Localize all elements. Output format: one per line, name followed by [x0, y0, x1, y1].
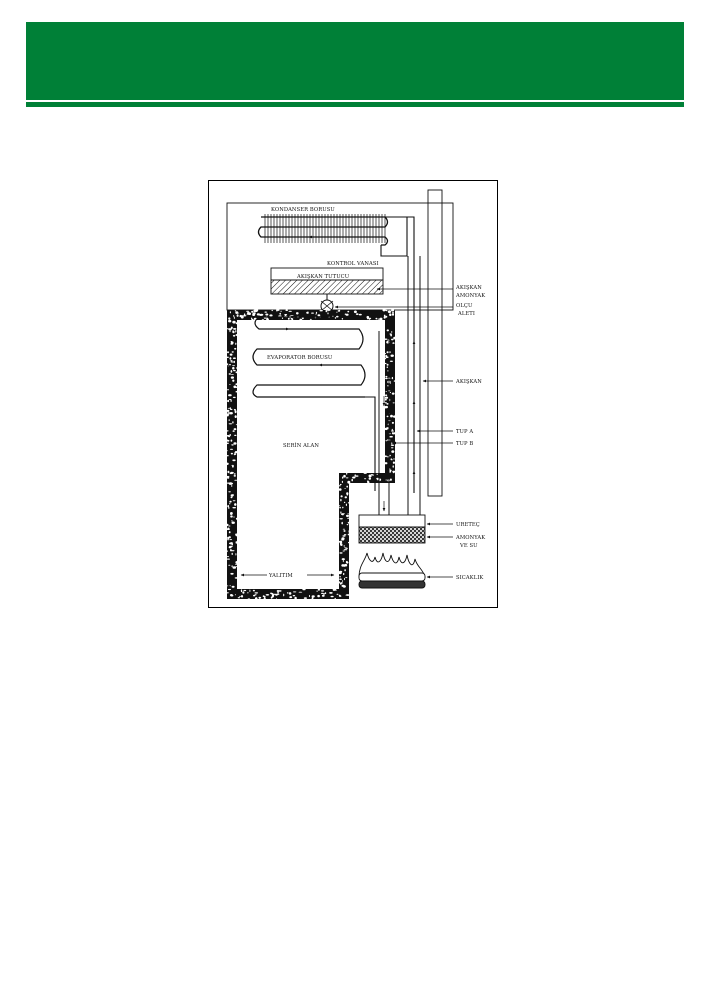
- generator-label: URETEÇ: [456, 522, 480, 528]
- insulation-speckles: [225, 308, 397, 600]
- control-valve-symbol: [320, 294, 334, 313]
- heat-label: SICAKLIK: [456, 575, 483, 581]
- gauge-label-2: ALETI: [457, 311, 475, 317]
- refrigerant-tank: [270, 267, 384, 295]
- refrigerant-ammonia-label-2: AMONYAK: [455, 293, 485, 299]
- control-valve-label: KONTROL VANASI: [327, 261, 379, 267]
- flow-arrows: [279, 235, 416, 512]
- condenser-coil: [257, 216, 389, 246]
- evaporator-return: [365, 396, 376, 491]
- condenser-fins: [264, 214, 386, 243]
- cool-area-label: SERİN ALAN: [283, 442, 319, 449]
- evaporator-coil: [252, 316, 366, 398]
- insulation-label: YALITIM: [268, 573, 293, 579]
- header-rule: [26, 102, 684, 107]
- absorption-refrigerator-diagram: KONDANSER BORUSU KONTROL VANASI AKIŞKAN …: [208, 180, 498, 608]
- refrigerant-tank-label: AKIŞKAN TUTUCU: [296, 274, 350, 280]
- gauge-label-1: OLÇU: [456, 303, 473, 309]
- header-band: [26, 22, 684, 100]
- evaporator-label: EVAPORATOR BORUSU: [267, 355, 333, 361]
- condenser-label: KONDANSER BORUSU: [271, 207, 335, 213]
- refrigerant-label: AKIŞKAN: [455, 379, 482, 385]
- ammonia-water-label-1: AMONYAK: [455, 535, 485, 541]
- tube-b: [378, 331, 390, 523]
- burner-icon: [358, 572, 426, 589]
- flame-icon: [358, 552, 426, 578]
- ammonia-water-label-2: VE SU: [459, 543, 478, 549]
- leader-lines: [334, 287, 453, 579]
- generator-vessel: [358, 514, 426, 544]
- tube-a: [407, 256, 421, 521]
- insulation-wall: [227, 310, 395, 599]
- tube-a-label: TUP A: [456, 429, 473, 435]
- refrigerant-ammonia-label-1: AKIŞKAN: [455, 285, 482, 291]
- tube-b-label: TUP B: [456, 441, 473, 447]
